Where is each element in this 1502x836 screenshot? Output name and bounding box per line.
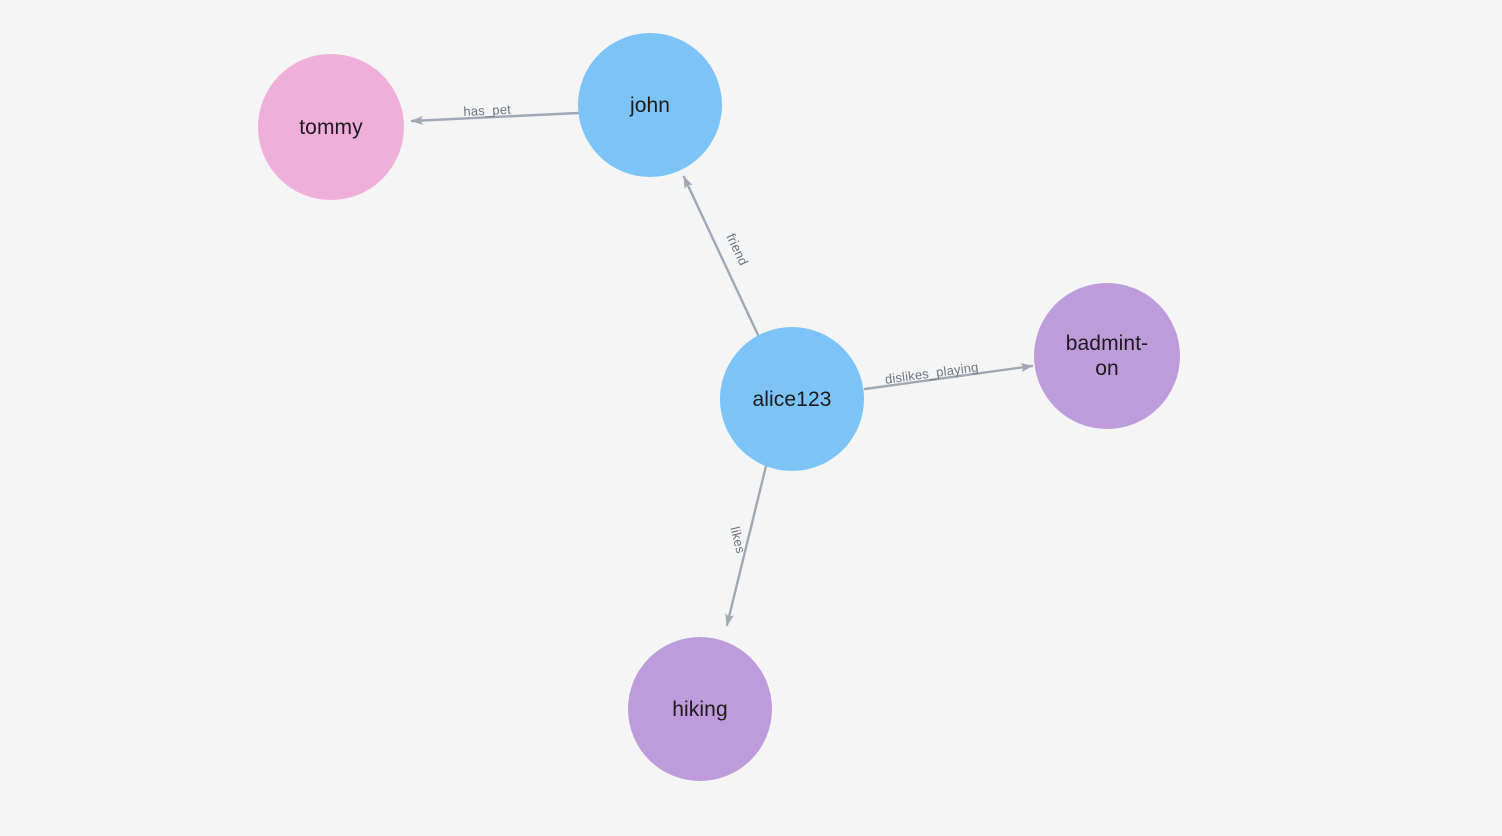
graph-node-label: badmint- on (1065, 332, 1149, 380)
graph-node-hiking[interactable]: hiking (628, 637, 772, 781)
graph-edge[interactable] (410, 111, 580, 125)
graph-node-label: tommy (299, 115, 363, 139)
graph-node-label: alice123 (752, 387, 832, 411)
graph-node-label: john (629, 93, 671, 117)
graph-node-label: hiking (672, 697, 728, 721)
graph-node-badminton[interactable]: badmint- on (1034, 283, 1180, 429)
graph-node-john[interactable]: john (578, 33, 722, 177)
graph-edge[interactable] (682, 175, 760, 337)
graph-node-tommy[interactable]: tommy (258, 54, 404, 200)
graph-edge[interactable] (725, 464, 768, 627)
graph-node-alice123[interactable]: alice123 (720, 327, 864, 471)
graph-edge[interactable] (863, 363, 1034, 391)
